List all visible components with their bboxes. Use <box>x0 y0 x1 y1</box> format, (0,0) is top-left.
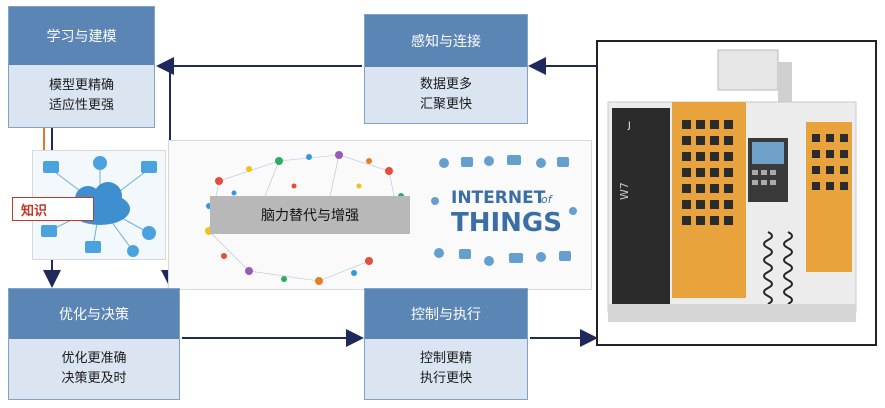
stage-learning-body: 模型更精确 适应性更强 <box>9 65 154 127</box>
brain-caption: 脑力替代与增强 <box>210 196 410 234</box>
stage-learning-title: 学习与建模 <box>9 7 154 65</box>
cnc-machine-frame: J W7 <box>596 40 877 346</box>
stage-control: 控制与执行 控制更精 执行更快 <box>364 288 528 400</box>
stage-control-title: 控制与执行 <box>365 289 527 339</box>
cloud-icon <box>41 156 157 257</box>
stage-control-line-1: 控制更精 <box>419 351 472 366</box>
knowledge-label: 知识 <box>12 197 94 221</box>
machine-label: W7 <box>618 182 631 200</box>
iot-of: of <box>541 193 554 206</box>
stage-control-body: 控制更精 执行更快 <box>365 339 527 399</box>
cnc-machine-icon: J W7 <box>607 49 857 322</box>
stage-learning-line-2: 适应性更强 <box>48 98 114 113</box>
iot-line1: INTERNET <box>451 188 546 208</box>
stage-sensing: 感知与连接 数据更多 汇聚更快 <box>364 14 528 124</box>
iot-line2: THINGS <box>451 208 562 238</box>
stage-sensing-line-1: 数据更多 <box>419 77 472 92</box>
stage-optimize: 优化与决策 优化更准确 决策更及时 <box>8 288 180 400</box>
stage-sensing-title: 感知与连接 <box>365 15 527 67</box>
stage-learning: 学习与建模 模型更精确 适应性更强 <box>8 6 155 128</box>
stage-optimize-line-1: 优化更准确 <box>61 351 127 366</box>
svg-text:J: J <box>627 121 631 131</box>
stage-sensing-line-2: 汇聚更快 <box>419 97 472 112</box>
iot-logo: INTERNET of THINGS <box>431 155 577 266</box>
stage-learning-line-1: 模型更精确 <box>48 78 114 93</box>
stage-optimize-title: 优化与决策 <box>9 289 179 339</box>
stage-optimize-line-2: 决策更及时 <box>61 371 127 386</box>
stage-sensing-body: 数据更多 汇聚更快 <box>365 67 527 123</box>
brain-network-icon: INTERNET of THINGS <box>205 151 577 285</box>
stage-control-line-2: 执行更快 <box>419 371 472 386</box>
stage-optimize-body: 优化更准确 决策更及时 <box>9 339 179 399</box>
